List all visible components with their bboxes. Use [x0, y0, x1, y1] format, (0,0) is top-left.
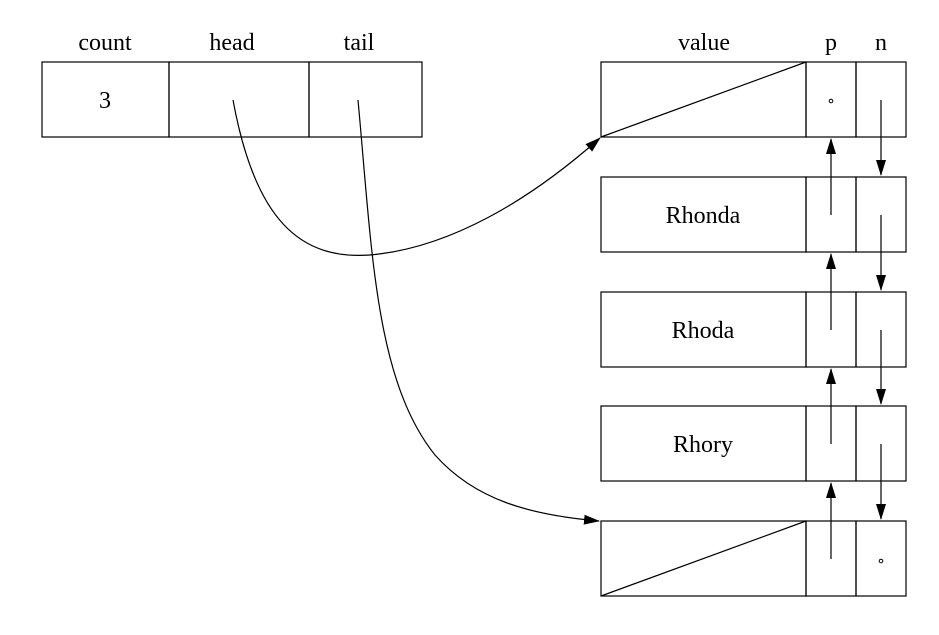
- count-header: count: [78, 30, 132, 56]
- count-value: 3: [99, 88, 111, 114]
- node-value-label: Rhonda: [666, 203, 741, 229]
- tail-cell: [308, 61, 423, 138]
- node-1: Rhonda: [600, 176, 907, 253]
- null-prev-marker: [828, 98, 834, 104]
- node-headers: value p n: [678, 30, 887, 56]
- prev-header: p: [825, 30, 837, 56]
- head-header: head: [209, 30, 254, 56]
- head-cell: [168, 61, 310, 138]
- tail-pointer-arrow: [357, 99, 600, 525]
- node-value-label: Rhoda: [672, 318, 735, 344]
- list-struct: count head tail 3: [41, 30, 423, 138]
- head-pointer-arrow: [232, 99, 601, 257]
- tail-header: tail: [344, 30, 375, 56]
- node-0: [600, 61, 907, 138]
- next-header: n: [875, 30, 887, 56]
- node-value-label: Rhory: [673, 432, 733, 458]
- sentinel-diagonal: [600, 520, 807, 597]
- node-next-cell: [855, 520, 907, 597]
- node-2: Rhoda: [600, 291, 907, 368]
- node-4: [600, 520, 907, 597]
- value-header: value: [678, 30, 730, 56]
- null-next-marker: [878, 558, 884, 564]
- node-3: Rhory: [600, 405, 907, 482]
- sentinel-diagonal: [600, 61, 807, 138]
